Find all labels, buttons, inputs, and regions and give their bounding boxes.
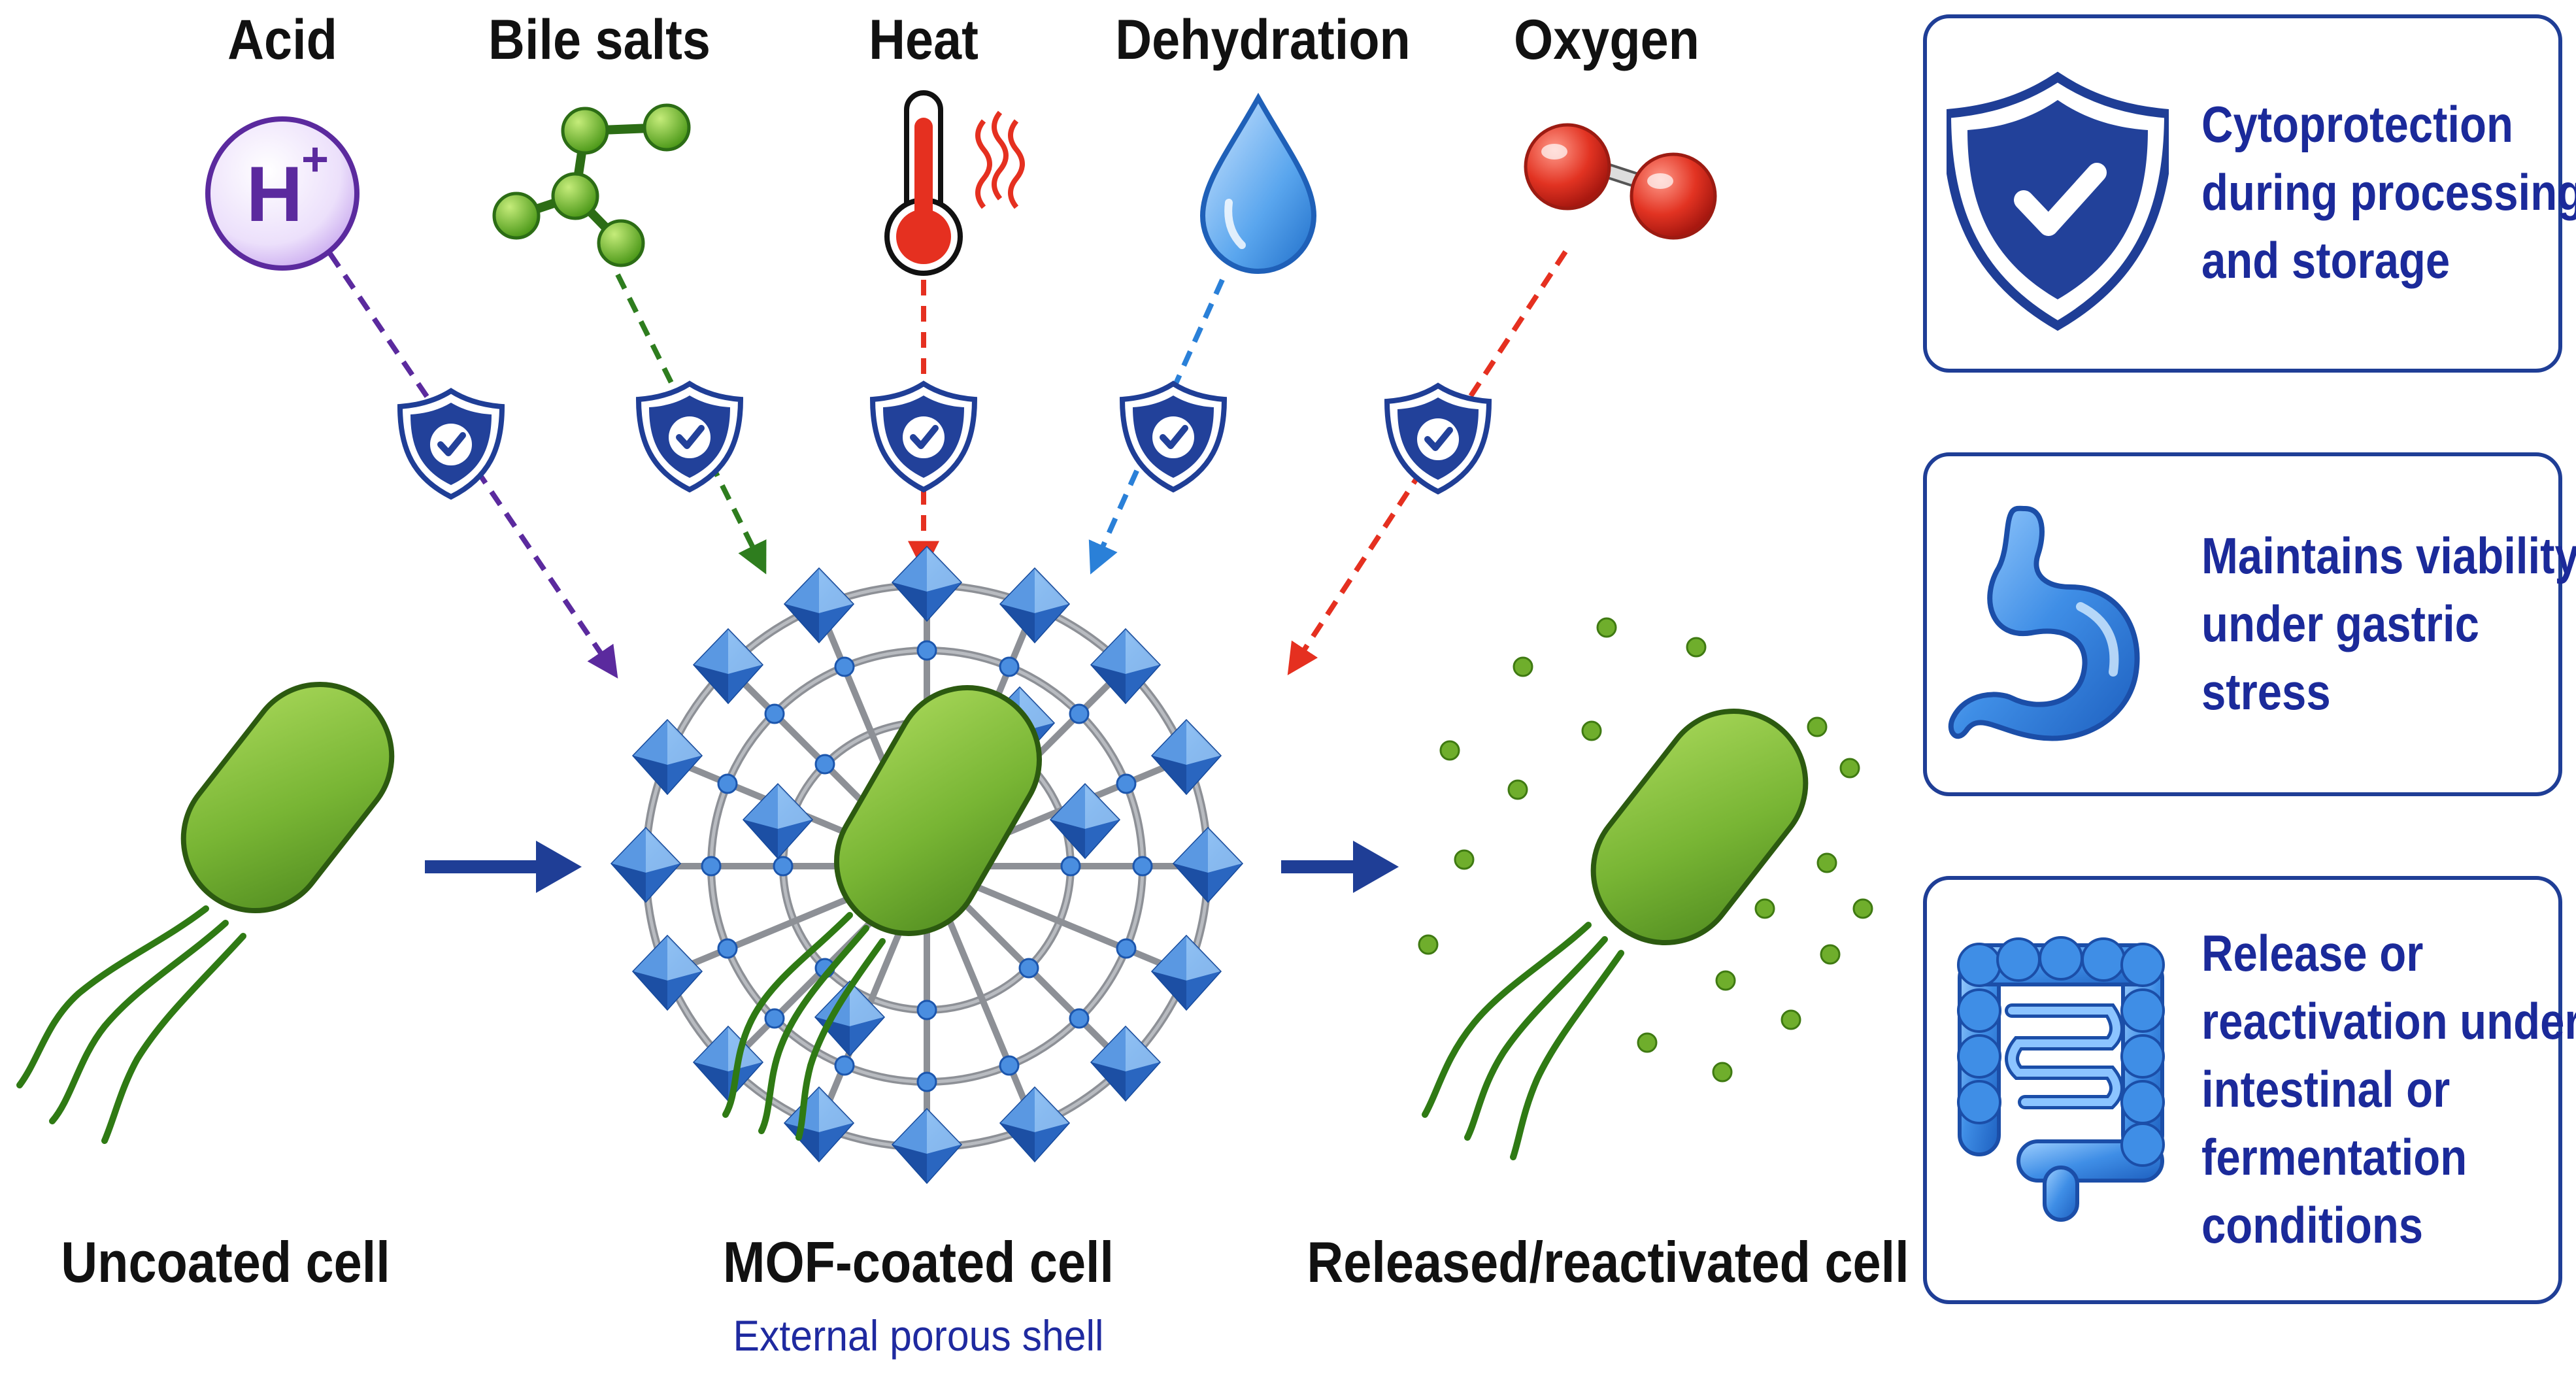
stressor-label-heat: Heat [869, 8, 979, 71]
panel-text-intestinal: Release or reactivation under intestinal… [2201, 924, 2576, 1254]
shield-check-icon [1387, 386, 1489, 492]
stage-label-released: Released/reactivated cell [1307, 1230, 1909, 1294]
arrow-to-coated [425, 841, 582, 893]
stressor-label-oxygen: Oxygen [1514, 8, 1699, 71]
intestine-icon [1957, 936, 2165, 1222]
stage-label-uncoated: Uncoated cell [61, 1230, 390, 1294]
released-particles [1418, 617, 1873, 1083]
molecule-icon [492, 103, 691, 267]
stage-label-coated: MOF-coated cell [722, 1230, 1114, 1294]
plus-symbol: + [301, 133, 329, 186]
oxygen-molecule-icon [1524, 123, 1717, 240]
stressor-label-bile-salts: Bile salts [488, 8, 711, 71]
benefit-panel-intestinal: Release or reactivation under intestinal… [1923, 876, 2576, 1304]
shield-check-icon [639, 384, 741, 490]
stressor-label-dehydration: Dehydration [1115, 8, 1411, 71]
coated-bacterium [722, 685, 1042, 1141]
stressor-label-acid: Acid [227, 8, 337, 71]
panel-text-gastric: Maintains viability under gastric stress [2201, 527, 2576, 720]
stage-sublabel-shell: External porous shell [733, 1311, 1104, 1360]
arrow-to-released [1281, 841, 1399, 893]
stomach-icon [1948, 505, 2140, 741]
acid-arrow [327, 252, 618, 679]
shield-check-icon [873, 384, 975, 490]
shield-check-icon [1947, 71, 2169, 331]
water-drop-icon [1199, 92, 1317, 274]
released-bacterium [1422, 709, 1809, 1160]
uncoated-bacterium [16, 681, 395, 1144]
h-symbol: H [246, 150, 303, 238]
h-plus-icon: H + [205, 116, 360, 271]
thermometer-icon [884, 90, 1025, 276]
benefit-panel-gastric: Maintains viability under gastric stress [1923, 452, 2576, 796]
benefit-panel-processing: Cytoprotection during processing and sto… [1923, 14, 2576, 373]
panel-text-processing: Cytoprotection during processing and sto… [2201, 95, 2576, 289]
